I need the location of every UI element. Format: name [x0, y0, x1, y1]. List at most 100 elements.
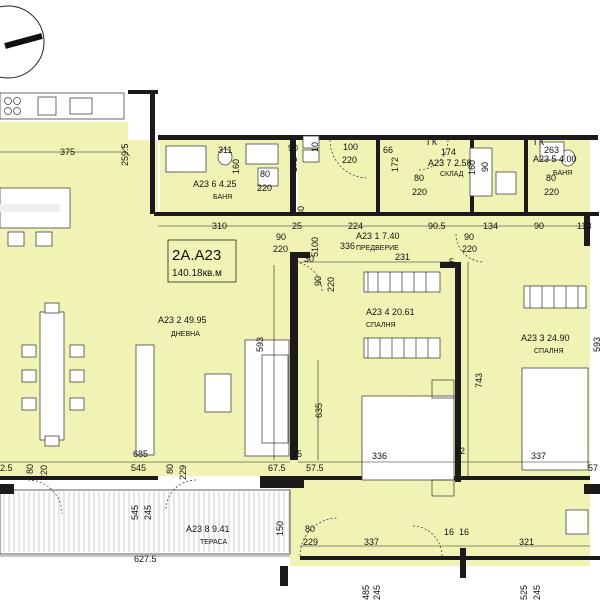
dim-label: 743 — [474, 373, 484, 388]
dim-label: 311 — [218, 145, 232, 155]
dim-label: 80 — [414, 173, 424, 183]
dim-label: 310 — [212, 221, 227, 231]
room-label: ДНЕВНА — [171, 331, 200, 338]
bathroom-1-fixtures — [165, 135, 320, 187]
walls — [0, 90, 600, 586]
dining-table — [21, 302, 85, 447]
dim-label: 321 — [519, 537, 534, 547]
dim-label: 2.5 — [0, 463, 13, 473]
room-label: A23 1 7.40 — [356, 231, 400, 241]
room-label: БАНЯ — [553, 170, 572, 177]
dim-label: 220 — [273, 244, 288, 254]
room-label: СКЛАД — [440, 171, 464, 178]
dim-label: 336 — [372, 451, 387, 461]
dim-label: 635 — [314, 403, 324, 418]
dim-label: 90 — [464, 232, 474, 242]
dim-label: 245 — [143, 505, 153, 520]
dim-label: 30 — [296, 206, 306, 216]
room-label: A23 2 49.95 — [158, 315, 207, 325]
dim-label: 220 — [544, 187, 559, 197]
dimension-labels: 375 259.5 311 80 220 160 172 90 10 100 2… — [0, 137, 600, 600]
dim-label: 90 — [480, 162, 490, 172]
dim-label: 245 — [372, 585, 382, 600]
dim-label: 80 — [25, 464, 35, 474]
room-label: A23 4 20.61 — [366, 307, 415, 317]
dim-label: 627.5 — [134, 554, 157, 564]
dim-label: 25 — [292, 449, 302, 459]
dim-label: 10 — [310, 142, 320, 152]
room-label: A23 5 4.00 — [533, 154, 577, 164]
room-labels: A23 2 49.95 ДНЕВНА A23 6 4.25 БАНЯ A23 1… — [158, 154, 577, 546]
dim-label: 150 — [275, 521, 285, 536]
dim-label: 90 — [534, 221, 544, 231]
tv-unit — [135, 344, 232, 456]
dim-label: 12 — [455, 446, 465, 456]
room-label: ТЕРАСА — [200, 539, 228, 546]
dim-label: 134 — [483, 221, 498, 231]
dim-label: 337 — [364, 537, 379, 547]
dim-label: 174 — [441, 147, 456, 157]
dim-label: 172 — [390, 157, 400, 172]
north-arrow-icon — [0, 5, 45, 79]
fixture-label: ГК — [427, 137, 438, 147]
dim-label: 90 — [288, 143, 298, 153]
dim-label: 5 — [449, 257, 454, 267]
dim-label: 593 — [592, 337, 600, 352]
dim-label: 685 — [133, 449, 148, 459]
door-swings — [27, 139, 485, 557]
sofa — [244, 339, 290, 457]
dim-label: 172 — [289, 157, 299, 172]
dim-label: 90 — [313, 276, 323, 286]
dim-label: 80 — [165, 464, 175, 474]
dim-label: 220 — [326, 277, 336, 292]
dim-label: 90.5 — [428, 221, 446, 231]
dim-label: 90 — [276, 232, 286, 242]
unit-title: 2A.A23 140.18кв.м — [167, 239, 237, 283]
dim-label: 231 — [395, 252, 410, 262]
fixture-label: ГК — [534, 137, 545, 147]
kitchen-island — [0, 187, 71, 247]
dim-label: 160 — [467, 160, 477, 175]
dim-label: 220 — [39, 465, 49, 480]
dim-label: 525 — [519, 585, 529, 600]
dim-label: 220 — [342, 155, 357, 165]
room-label: A23 3 24.90 — [521, 333, 570, 343]
room-label: A23 8 9.41 — [186, 524, 230, 534]
dim-label: 245 — [532, 585, 542, 600]
dim-label: 16 — [444, 527, 454, 537]
room-label: СПАЛНЯ — [534, 348, 564, 355]
kitchen-counter — [0, 92, 125, 120]
room-label: ПРЕДВЕРИЕ — [356, 245, 399, 252]
bedroom-1-furniture — [361, 271, 455, 497]
dim-label: 220 — [257, 183, 272, 193]
dim-label: 220 — [462, 244, 477, 254]
dim-label: 545 — [131, 463, 146, 473]
dim-label: 100 — [343, 142, 358, 152]
dim-label: 57 — [588, 463, 598, 473]
dim-label: 375 — [60, 147, 75, 157]
room-label: БАНЯ — [213, 194, 232, 201]
room-label: A23 6 4.25 — [193, 179, 237, 189]
dim-label: 545 — [130, 505, 140, 520]
dim-label: 259.5 — [120, 143, 130, 166]
dim-label: 80 — [305, 524, 315, 534]
dim-label: 5100 — [310, 237, 320, 257]
unit-code: 2A.A23 — [172, 247, 221, 264]
bedroom-2-furniture — [521, 285, 589, 535]
dim-label: 67.5 — [268, 463, 286, 473]
dim-label: 224 — [348, 221, 363, 231]
dim-label: 336 — [340, 241, 355, 251]
dim-label: 16 — [459, 527, 469, 537]
room-label: A23 7 2.58 — [428, 158, 472, 168]
dim-label: 337 — [531, 451, 546, 461]
dim-label: 66 — [383, 145, 393, 155]
terrace-area — [0, 489, 291, 555]
bathroom-2-fixtures — [469, 141, 576, 197]
dim-label: 593 — [255, 337, 265, 352]
dim-label: 80 — [546, 173, 556, 183]
dim-label: 229 — [178, 465, 188, 480]
dim-label: 25 — [292, 221, 302, 231]
dim-label: 160 — [231, 159, 241, 174]
dim-label: 80 — [260, 169, 270, 179]
